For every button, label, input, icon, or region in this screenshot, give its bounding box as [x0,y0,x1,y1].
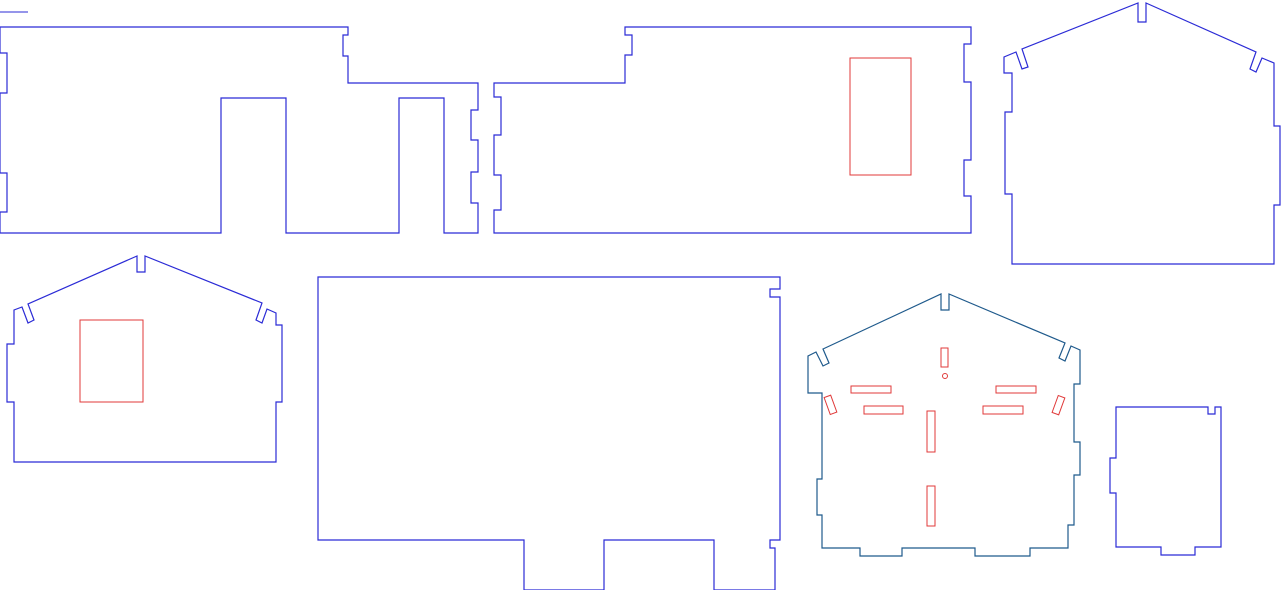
slot-mark [982,405,1024,415]
part-gable-wall-plain[interactable] [1003,2,1281,265]
part-gable-wall-window[interactable] [6,255,283,463]
window-cutout [79,319,144,403]
slot-mark [940,347,949,368]
slot-mark [1051,394,1066,416]
part-small-panel[interactable] [1109,406,1222,556]
part-gable-wall-slots[interactable] [807,293,1081,557]
slot-mark [823,394,838,416]
window-cutout [849,57,912,176]
slot-mark [850,385,892,394]
hole-mark [942,373,948,379]
part-long-wall-doors[interactable] [0,26,479,234]
slot-mark [926,485,936,527]
part-long-wall-window[interactable] [493,26,972,234]
part-floor-panel[interactable] [317,276,781,590]
slot-mark [863,405,904,415]
slot-mark [995,385,1037,394]
slot-mark [926,410,936,453]
